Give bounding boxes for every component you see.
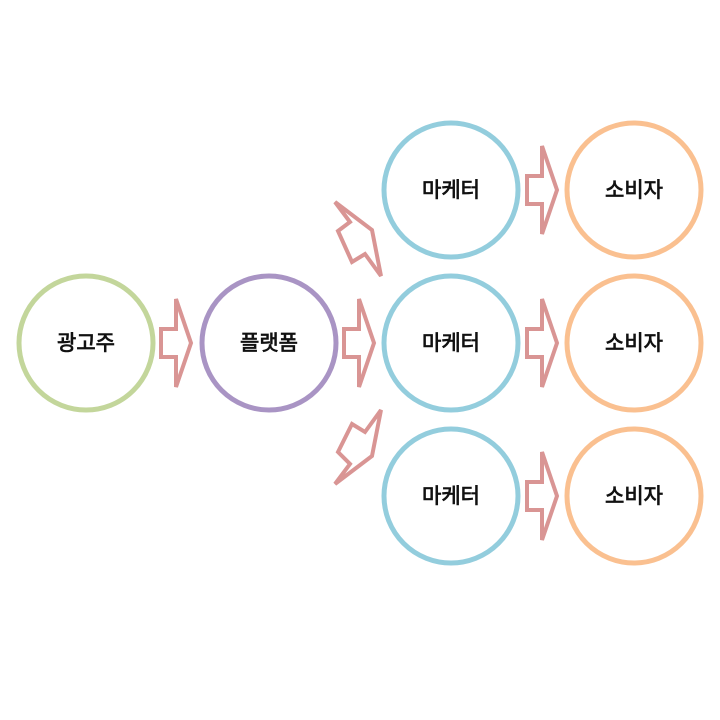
platform-circle xyxy=(199,273,339,413)
consumer-circle xyxy=(564,426,704,566)
marketer-label: 마케터 xyxy=(422,331,480,355)
node-marketer-1: 마케터 xyxy=(381,120,521,260)
arrow-marketer-2-to-consumer-2 xyxy=(525,298,560,388)
node-platform: 플랫폼 xyxy=(199,273,339,413)
consumer-label: 소비자 xyxy=(605,484,664,508)
arrow-platform-to-marketer-1 xyxy=(333,200,383,278)
consumer-label: 소비자 xyxy=(605,331,664,355)
marketer-label: 마케터 xyxy=(422,484,480,508)
advertiser-circle xyxy=(16,273,156,413)
node-consumer-2: 소비자 xyxy=(564,273,704,413)
arrow-marketer-3-to-consumer-3 xyxy=(525,451,560,541)
arrow-platform-to-marketer-3 xyxy=(333,408,383,486)
consumer-circle xyxy=(564,120,704,260)
arrow-advertiser-to-platform xyxy=(159,298,194,388)
consumer-circle xyxy=(564,273,704,413)
node-marketer-2: 마케터 xyxy=(381,273,521,413)
node-advertiser: 광고주 xyxy=(16,273,156,413)
marketer-label: 마케터 xyxy=(422,178,480,202)
marketer-circle xyxy=(381,426,521,566)
node-marketer-3: 마케터 xyxy=(381,426,521,566)
consumer-label: 소비자 xyxy=(605,178,664,202)
node-consumer-3: 소비자 xyxy=(564,426,704,566)
advertiser-label: 광고주 xyxy=(57,331,115,355)
node-consumer-1: 소비자 xyxy=(564,120,704,260)
marketer-circle xyxy=(381,273,521,413)
arrow-marketer-1-to-consumer-1 xyxy=(525,145,560,235)
marketer-circle xyxy=(381,120,521,260)
platform-label: 플랫폼 xyxy=(240,331,298,355)
arrow-platform-to-marketer-2 xyxy=(342,298,377,388)
